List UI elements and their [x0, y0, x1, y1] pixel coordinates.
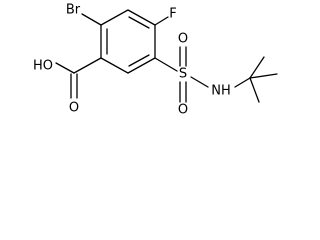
atom-label-bromine: Br: [66, 3, 81, 18]
atom-label-sulfonyl-oxygen-bottom: O: [178, 103, 188, 118]
bond-tbutyl-methyl-bottom: [249, 77, 260, 103]
ring-bond-c4-c5: [127, 57, 156, 74]
ring-double-bond-c2-c3: [128, 16, 150, 29]
ring-double-bond-c4-c5: [128, 54, 150, 67]
bond-c3-f: [154, 16, 169, 26]
bond-s-n: [190, 76, 209, 88]
atom-label-sulfur: S: [179, 67, 187, 82]
bond-carboxyl-c-oh: [55, 62, 75, 74]
bond-c6-carboxyl-carbon: [73, 57, 102, 74]
atom-label-carbonyl-oxygen: O: [69, 101, 79, 116]
atom-label-amine: NH: [211, 84, 231, 99]
ring-bond-c5-c6: [100, 57, 129, 74]
chemical-structure: Br F HO O S O O NH: [33, 3, 278, 118]
atom-label-fluorine: F: [169, 7, 176, 22]
benzene-ring: [100, 9, 156, 74]
ring-bond-c1-c2: [100, 9, 129, 26]
bond-tbutyl-methyl-top: [249, 56, 265, 79]
atom-label-hydroxyl: HO: [33, 59, 53, 74]
atom-label-sulfonyl-oxygen-top: O: [178, 32, 188, 47]
bond-c4-s: [154, 57, 178, 72]
ring-bond-c2-c3: [127, 9, 156, 26]
bond-c1-br: [81, 13, 102, 26]
bond-tbutyl-methyl-right: [249, 73, 278, 79]
bond-n-quaternary-carbon: [234, 77, 251, 88]
